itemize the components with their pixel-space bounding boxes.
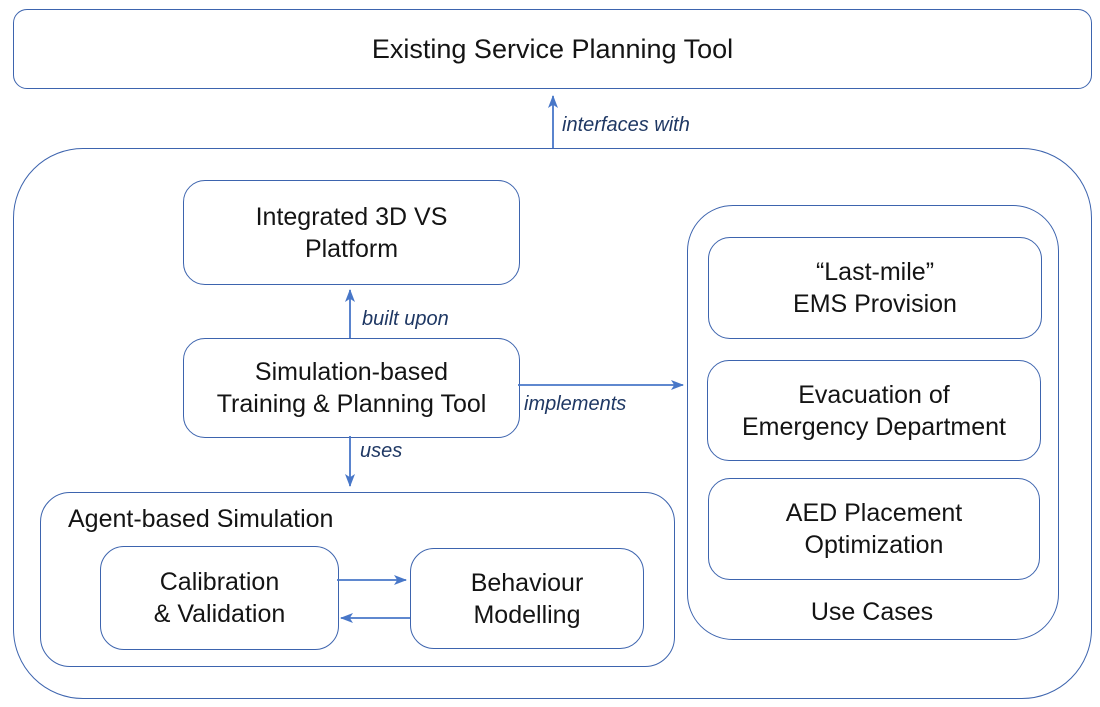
calibration-label-line2: & Validation	[153, 600, 286, 628]
platform-label-line2: Platform	[304, 234, 399, 263]
aed-placement-optimization-box: AED Placement Optimization	[708, 478, 1040, 580]
simulation-label-line2: Training & Planning Tool	[216, 390, 487, 418]
integrated-3d-vs-platform-box: Integrated 3D VS Platform	[183, 180, 520, 285]
use-case-2-line1: AED Placement	[785, 499, 963, 527]
platform-label-line1: Integrated 3D VS	[255, 202, 448, 231]
simulation-label-line1: Simulation-based	[254, 358, 449, 386]
interfaces-with-label: interfaces with	[562, 114, 690, 136]
use-cases-title: Use Cases	[810, 598, 934, 626]
simulation-training-planning-tool-box: Simulation-based Training & Planning Too…	[183, 338, 520, 438]
use-case-0-line1: “Last-mile”	[815, 258, 935, 286]
evacuation-emergency-department-box: Evacuation of Emergency Department	[707, 360, 1041, 461]
last-mile-ems-provision-box: “Last-mile” EMS Provision	[708, 237, 1042, 339]
use-case-1-line2: Emergency Department	[741, 412, 1006, 441]
calibration-validation-box: Calibration & Validation	[100, 546, 339, 650]
uses-label: uses	[360, 440, 403, 462]
agent-based-simulation-title: Agent-based Simulation	[68, 505, 334, 533]
implements-label: implements	[524, 393, 627, 415]
use-case-1-line1: Evacuation of	[798, 380, 950, 409]
behaviour-label-line1: Behaviour	[470, 568, 584, 597]
existing-service-planning-tool-label: Existing Service Planning Tool	[371, 34, 734, 64]
calibration-label-line1: Calibration	[159, 568, 280, 596]
existing-service-planning-tool-box: Existing Service Planning Tool	[13, 9, 1092, 89]
behaviour-label-line2: Modelling	[473, 600, 581, 629]
behaviour-modelling-box: Behaviour Modelling	[410, 548, 644, 649]
use-case-0-line2: EMS Provision	[793, 290, 957, 318]
use-case-2-line2: Optimization	[804, 531, 944, 559]
built-upon-label: built upon	[362, 308, 449, 330]
